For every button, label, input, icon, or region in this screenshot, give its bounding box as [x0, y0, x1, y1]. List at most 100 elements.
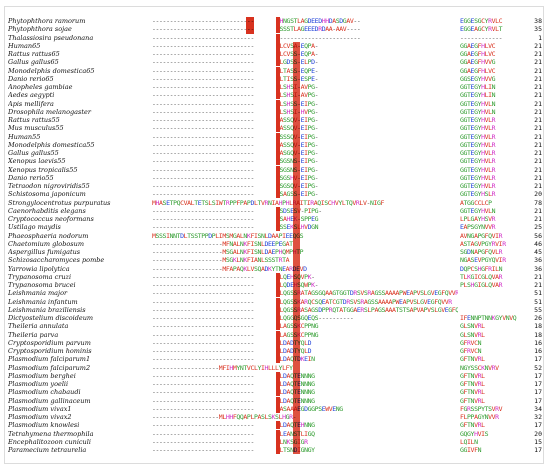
- residue-count: 17: [534, 421, 542, 430]
- sequence-left: -----------------------------: [152, 371, 254, 380]
- sequence-middle: MLQGSSRASAGSDPPRQTATGGAERSLPAGSAAATSTSAP…: [276, 305, 458, 314]
- sequence-left: -----------------------------: [152, 41, 254, 50]
- sequence-right: PLSHGIGLQVAR: [460, 281, 503, 289]
- sequence-left: --------------------MSGKLNKFIANLSSSTRTA: [152, 256, 290, 265]
- species-name: Ustilago maydis: [8, 223, 61, 232]
- species-name: Theileria parva: [8, 330, 59, 339]
- species-name: Mus musculus55: [8, 124, 64, 133]
- sequence-left: -----------------------------: [152, 429, 254, 438]
- species-name: Cryptococcus neoformans: [8, 215, 94, 223]
- sequence-left: -----------------------------: [152, 380, 254, 388]
- residue-count: 17: [534, 388, 542, 397]
- species-name: Chaetomium globosum: [8, 239, 84, 248]
- sequence-right: DQPCSHGFRILN: [460, 264, 503, 273]
- sequence-right: GGTEGYHVLN: [460, 206, 496, 215]
- species-name: Tetraodon nigroviridis55: [8, 182, 90, 190]
- alignment-row: Rattus rattus65 -------------------------…: [0, 50, 550, 59]
- species-name: Strongylocentrotus purpuratus: [8, 198, 111, 207]
- species-name: Plasmodium chabaudi: [8, 388, 81, 397]
- alignment-row: Gallus gallus55-------------------------…: [0, 149, 550, 158]
- residue-count: 17: [534, 380, 542, 388]
- sequence-right: GGTEGYHVLR: [460, 132, 496, 141]
- sequence-middle: MASAAAEGDGGPSEWVENG: [276, 404, 343, 413]
- sequence-left: -----------------------------: [152, 33, 254, 42]
- species-name: Rattus rattus65: [8, 50, 60, 58]
- species-name: Drosophila melanogaster: [8, 107, 91, 116]
- residue-count: 56: [534, 231, 542, 240]
- sequence-left: -----------------------------: [152, 421, 254, 430]
- sequence-right: GFTNVRL: [460, 355, 485, 364]
- sequence-right: FLPPAGYNVVR: [460, 413, 499, 421]
- sequence-right: GGTEGYHVLR: [460, 124, 496, 133]
- residue-count: 21: [534, 99, 542, 108]
- residue-count: 21: [534, 91, 542, 100]
- residue-count: 32: [534, 413, 542, 421]
- sequence-left: -----------------------------: [152, 173, 254, 182]
- alignment-row: Mus musculus55 --------------------------…: [0, 124, 550, 133]
- species-name: Schizosaccharomyces pombe: [8, 256, 105, 265]
- species-name: Phytophthora sojae: [8, 25, 72, 34]
- sequence-left: -----------------------------: [152, 322, 254, 331]
- figure-border: [4, 6, 544, 464]
- conserved-column-highlight: [293, 41, 300, 455]
- sequence-left: -----------------------------: [152, 50, 254, 58]
- sequence-middle: MLTSNDIGNGY: [276, 446, 315, 454]
- sequence-left: -----------------------------: [152, 58, 254, 67]
- sequence-left: -----------------------------: [152, 215, 254, 223]
- species-name: Xenopus laevis55: [8, 157, 66, 166]
- residue-count: 25: [534, 223, 542, 232]
- species-name: Plasmodium berghei: [8, 371, 76, 380]
- sequence-right: GQGYHVIS: [460, 429, 489, 438]
- species-name: Cryptosporidium parvum: [8, 338, 91, 347]
- residue-count: 36: [534, 264, 542, 273]
- sequence-right: GGTEGYHVLR: [460, 157, 496, 166]
- residue-count: 21: [534, 281, 542, 289]
- sequence-left: -----------------------------: [152, 140, 254, 149]
- residue-count: 18: [534, 322, 542, 331]
- species-name: Thalassiosira pseudonana: [8, 33, 94, 42]
- sequence-left: -----------------------------: [152, 437, 254, 446]
- sequence-left: -----------------------------: [152, 99, 254, 108]
- sequence-middle: MLQGSSKARQCSQEATCGTDRSVSRAGSSAAAAPWEAPVS…: [276, 297, 452, 306]
- sequence-right: SGDNAPGFQVLR: [460, 248, 503, 256]
- sequence-right: ATGGCCLCP: [460, 198, 492, 207]
- residue-count: 21: [534, 165, 542, 174]
- sequence-right: GGAEGFHLVC: [460, 66, 496, 75]
- species-name: Plasmodium vivax1: [8, 404, 72, 413]
- sequence-right: IFENNPTNNKGYVNVQ: [460, 314, 517, 322]
- species-name: Schistosoma japonicum: [8, 190, 86, 199]
- species-name: Monodelphis domestica55: [8, 140, 95, 149]
- sequence-left: -----------------------------: [152, 132, 254, 141]
- residue-count: 78: [534, 198, 542, 207]
- sequence-left: -----------------------------: [152, 330, 254, 339]
- sequence-right: AVNGAPGFQVIR: [460, 231, 503, 240]
- alignment-row: Thalassiosira pseudonana ----------------…: [0, 33, 550, 43]
- species-name: Danio rerio55: [8, 173, 54, 182]
- residue-count: 21: [534, 107, 542, 116]
- species-name: Human65: [8, 41, 41, 50]
- species-name: Plasmodium falciparum1: [8, 355, 91, 364]
- sequence-right: GGTEGYHVLR: [460, 182, 496, 190]
- residue-count: 51: [534, 297, 542, 306]
- sequence-right: GGIVFN: [460, 446, 482, 454]
- sequence-right: ASTAGVPGYRVIR: [460, 239, 506, 248]
- species-name: Plasmodium yoelii: [8, 380, 69, 388]
- sequence-right: GGAEGFHVVG: [460, 58, 496, 67]
- sequence-left: -----------------------------: [152, 388, 254, 397]
- residue-count: 17: [534, 371, 542, 380]
- alignment-row: Aedes aegypti---------------------------…: [0, 91, 550, 100]
- alignment-row: Danio rerio65---------------------------…: [0, 74, 550, 84]
- alignment-row: Xenopus tropicalis55--------------------…: [0, 165, 550, 175]
- residue-count: 34: [534, 404, 542, 413]
- species-name: Phytophthora ramorum: [8, 17, 86, 25]
- alignment-row: Plasmodium gallinaceum------------------…: [0, 396, 550, 406]
- residue-count: 21: [534, 116, 542, 124]
- residue-count: 21: [534, 83, 542, 91]
- alignment-row: Leishmania infantum---------------------…: [0, 297, 550, 307]
- residue-count: 55: [534, 305, 542, 314]
- alignment-row: Dictyostelium discoideum----------------…: [0, 314, 550, 323]
- sequence-left: -----------------------------: [152, 355, 254, 364]
- sequence-left: -----------------------------: [152, 124, 254, 133]
- species-name: Xenopus tropicalis55: [8, 165, 78, 174]
